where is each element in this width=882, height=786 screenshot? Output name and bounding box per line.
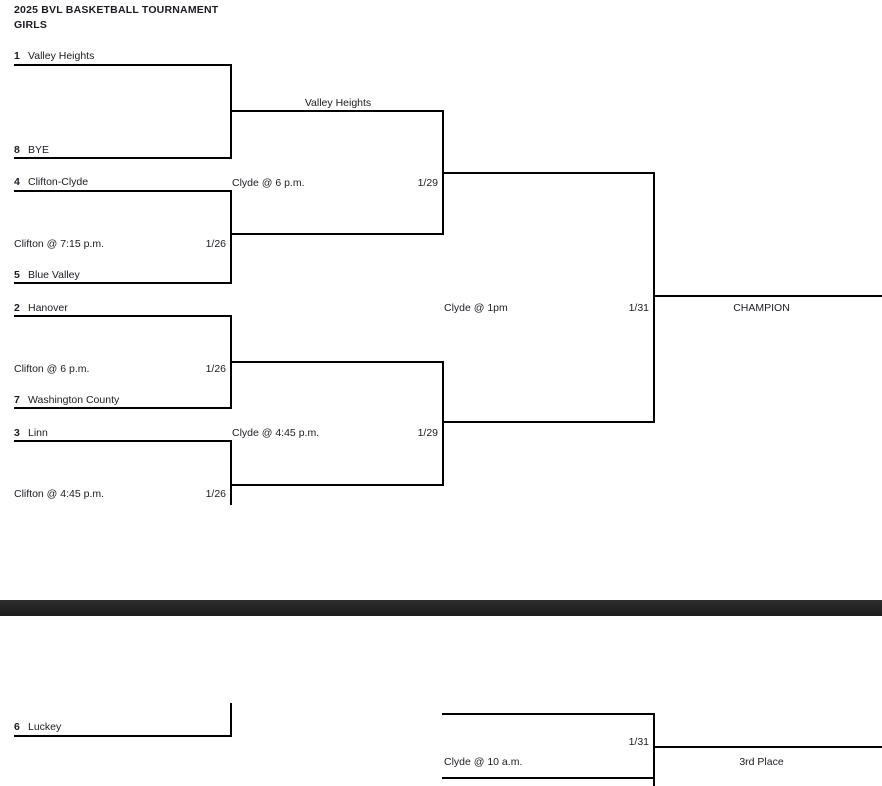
semifinal-1-winner: Valley Heights (304, 97, 372, 109)
championship-top-line (442, 172, 655, 174)
championship-site-time: Clyde @ 1pm (444, 302, 508, 314)
section-divider-bar (0, 600, 882, 616)
round1-game-3-site-time: Clifton @ 6 p.m. (14, 363, 90, 375)
third-place-label: 3rd Place (739, 756, 784, 768)
round1-game-1-bottom-line (14, 157, 232, 159)
round1-game-2-top-line (14, 190, 232, 192)
round1-game-4-top-line (14, 440, 232, 442)
semifinal-1-site-time: Clyde @ 6 p.m. (232, 177, 305, 189)
semifinal-2-bottom-line (230, 484, 444, 486)
round1-game-2-bracket-edge (230, 190, 232, 283)
semifinal-1-top-line (230, 110, 444, 112)
championship-date: 1/31 (628, 302, 649, 314)
champion-label: CHAMPION (733, 302, 790, 314)
semifinal-1-bottom-line (230, 233, 444, 235)
semifinal-2-site-time: Clyde @ 4:45 p.m. (232, 427, 320, 439)
championship-bracket-edge (653, 172, 655, 422)
champion-line (653, 295, 882, 297)
tournament-division: GIRLS (14, 19, 48, 31)
round1-game-3-bottom-line (14, 407, 232, 409)
round1-game-3-top-line (14, 315, 232, 317)
semifinal-2-top-line (230, 361, 444, 363)
third-place-line (653, 746, 882, 748)
round1-game-4-site-time: Clifton @ 4:45 p.m. (14, 488, 105, 500)
round1-game-2-date: 1/26 (205, 238, 226, 250)
consolation-team-bracket-edge (230, 703, 232, 737)
tournament-title: 2025 BVL BASKETBALL TOURNAMENT (14, 4, 219, 16)
third-place-bracket-edge (653, 713, 655, 786)
round1-game-2-bottom-line (14, 282, 232, 284)
third-place-date: 1/31 (628, 736, 649, 748)
third-place-top-line (442, 713, 655, 715)
third-place-bottom-line (442, 777, 655, 779)
round1-game-1-top-line (14, 64, 232, 66)
round1-game-4-date: 1/26 (205, 488, 226, 500)
semifinal-2-date: 1/29 (417, 427, 438, 439)
semifinal-2-bracket-edge (442, 361, 444, 485)
semifinal-1-date: 1/29 (417, 177, 438, 189)
round1-game-2-site-time: Clifton @ 7:15 p.m. (14, 238, 105, 250)
round1-game-4-bracket-edge (230, 440, 232, 505)
third-place-site-time: Clyde @ 10 a.m. (444, 756, 523, 768)
consolation-team-line (14, 735, 232, 737)
championship-bottom-line (442, 421, 655, 423)
round1-game-3-date: 1/26 (205, 363, 226, 375)
